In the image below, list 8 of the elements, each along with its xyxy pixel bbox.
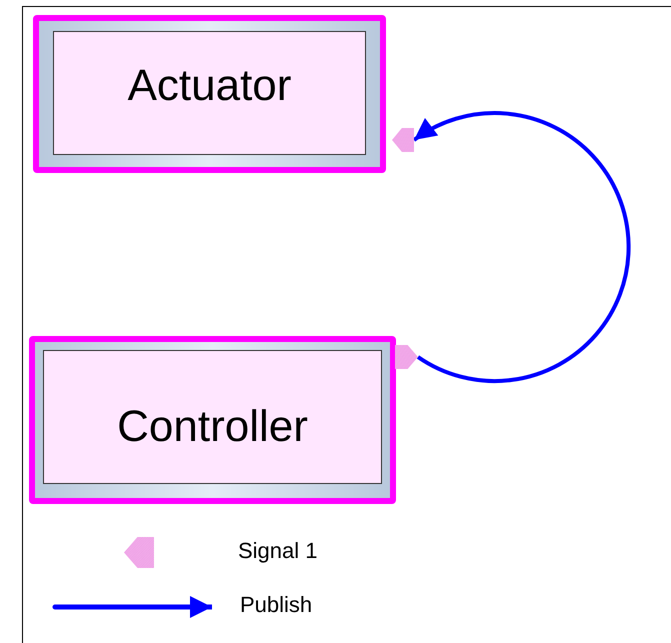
legend-label: Signal 1	[238, 538, 318, 564]
block-label: Controller	[117, 402, 308, 452]
legend-label: Publish	[240, 592, 312, 618]
block-box	[33, 15, 386, 173]
signal-port	[392, 128, 414, 152]
block-label: Actuator	[128, 61, 292, 111]
block-box	[29, 336, 396, 504]
arrow	[412, 111, 630, 383]
